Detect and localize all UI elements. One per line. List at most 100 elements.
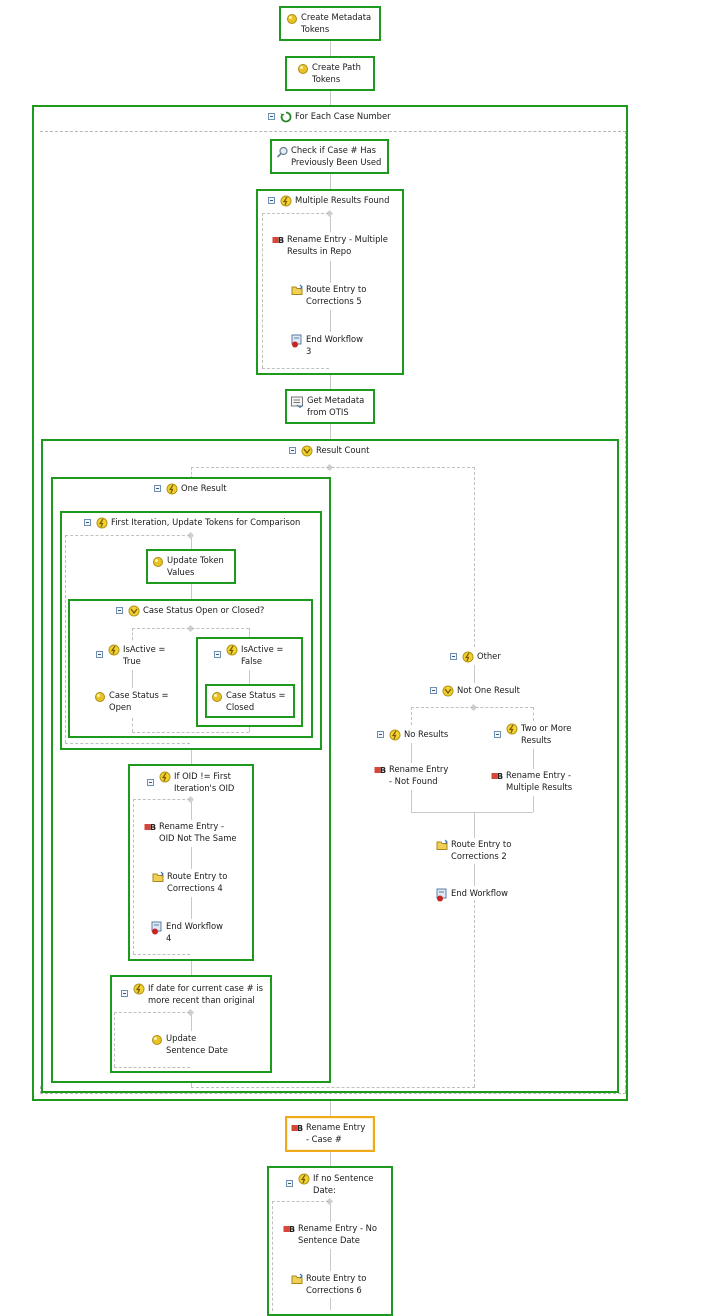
step-label: Create Metadata Tokens <box>301 12 372 34</box>
svg-text:B: B <box>497 772 503 780</box>
condition-icon <box>133 983 145 995</box>
token-icon <box>297 62 309 74</box>
branch-label: No Results <box>404 729 449 739</box>
collapse-icon[interactable] <box>268 113 275 120</box>
first-iteration-condition[interactable] <box>60 511 322 750</box>
update-token-values-step[interactable] <box>146 549 236 584</box>
condition-icon <box>280 195 292 207</box>
rename-icon: B <box>374 764 386 774</box>
svg-text:B: B <box>289 1225 295 1233</box>
condition-label: If date for current case # is more recen… <box>148 983 263 1005</box>
case-status-decision[interactable] <box>68 599 313 738</box>
branch-label: Other <box>477 651 501 661</box>
condition-label: If no Sentence Date: <box>313 1173 374 1195</box>
svg-text:B: B <box>380 766 386 774</box>
condition-icon <box>298 1173 310 1185</box>
result-count-decision[interactable] <box>41 439 619 1093</box>
step-label: Case Status = Closed <box>226 690 286 712</box>
loop-label: For Each Case Number <box>295 111 391 121</box>
metadata-icon <box>291 395 304 408</box>
condition-label: If OID != First Iteration's OID <box>174 771 235 793</box>
decision-label: Not One Result <box>457 685 520 695</box>
collapse-icon[interactable] <box>268 197 275 204</box>
get-metadata-step[interactable] <box>285 389 375 424</box>
step-label: Rename Entry - No Sentence Date <box>298 1223 378 1245</box>
collapse-icon[interactable] <box>84 519 91 526</box>
one-result-branch[interactable] <box>51 477 331 1083</box>
collapse-icon[interactable] <box>147 779 154 786</box>
condition-label: First Iteration, Update Tokens for Compa… <box>111 517 301 527</box>
collapse-icon[interactable] <box>450 653 457 660</box>
condition-icon <box>108 644 120 656</box>
rename-icon: B <box>491 770 503 780</box>
token-icon <box>94 690 106 702</box>
collapse-icon[interactable] <box>286 1180 293 1187</box>
collapse-icon[interactable] <box>377 731 384 738</box>
collapse-icon[interactable] <box>289 447 296 454</box>
condition-icon <box>301 445 313 457</box>
step-label: Route Entry to Corrections 2 <box>451 839 512 861</box>
step-label: Update Token Values <box>167 555 224 577</box>
isactive-false-branch[interactable] <box>196 637 303 727</box>
condition-icon <box>389 729 401 741</box>
loop-icon <box>280 111 292 123</box>
route-icon <box>291 284 303 296</box>
condition-icon <box>226 644 238 656</box>
condition-icon <box>128 605 140 617</box>
rename-icon: B <box>272 234 284 244</box>
collapse-icon[interactable] <box>494 731 501 738</box>
branch-label: Two or More Results <box>521 723 572 745</box>
end-workflow-icon <box>151 921 163 935</box>
svg-text:B: B <box>278 236 284 244</box>
check-case-step[interactable] <box>270 139 389 174</box>
search-icon <box>276 145 288 159</box>
multiple-results-found-condition[interactable] <box>256 189 404 375</box>
token-icon <box>211 690 223 702</box>
step-label: Rename Entry - Case # <box>306 1122 366 1144</box>
step-label: Rename Entry - Multiple Results in Repo <box>287 234 388 256</box>
step-label: Route Entry to Corrections 4 <box>167 871 228 893</box>
end-workflow-icon <box>436 888 448 902</box>
step-label: End Workflow <box>451 888 509 898</box>
rename-icon: B <box>291 1122 303 1132</box>
collapse-icon[interactable] <box>214 651 221 658</box>
collapse-icon[interactable] <box>96 651 103 658</box>
collapse-icon[interactable] <box>430 687 437 694</box>
if-date-condition[interactable] <box>110 975 272 1073</box>
svg-text:B: B <box>150 823 156 831</box>
collapse-icon[interactable] <box>154 485 161 492</box>
rename-icon: B <box>283 1223 295 1233</box>
step-label: Route Entry to Corrections 6 <box>306 1273 367 1295</box>
rename-case-step[interactable] <box>285 1116 375 1152</box>
step-label: Route Entry to Corrections 5 <box>306 284 367 306</box>
create-metadata-tokens-step[interactable] <box>279 6 381 41</box>
step-label: Get Metadata from OTIS <box>307 395 365 417</box>
condition-icon <box>506 723 518 735</box>
decision-label: Result Count <box>316 445 370 455</box>
step-label: End Workflow 4 <box>166 921 224 943</box>
svg-text:B: B <box>297 1124 303 1132</box>
condition-icon <box>96 517 108 529</box>
route-icon <box>291 1273 303 1285</box>
for-each-case-loop[interactable] <box>32 105 628 1101</box>
branch-label: IsActive = True <box>123 644 166 666</box>
rename-icon: B <box>144 821 156 831</box>
condition-icon <box>442 685 454 697</box>
step-label: Check if Case # Has Previously Been Used <box>291 145 382 167</box>
condition-icon <box>166 483 178 495</box>
if-oid-condition[interactable] <box>128 764 254 961</box>
branch-label: One Result <box>181 483 227 493</box>
route-icon <box>152 871 164 883</box>
route-icon <box>436 839 448 851</box>
condition-icon <box>462 651 474 663</box>
step-label: End Workflow 3 <box>306 334 364 356</box>
collapse-icon[interactable] <box>121 990 128 997</box>
case-status-closed-step[interactable] <box>205 684 295 718</box>
decision-label: Case Status Open or Closed? <box>143 605 265 615</box>
condition-label: Multiple Results Found <box>295 195 390 205</box>
step-label: Rename Entry - Not Found <box>389 764 449 786</box>
condition-icon <box>159 771 171 783</box>
collapse-icon[interactable] <box>116 607 123 614</box>
create-path-tokens-step[interactable] <box>285 56 375 91</box>
token-icon <box>152 555 164 567</box>
